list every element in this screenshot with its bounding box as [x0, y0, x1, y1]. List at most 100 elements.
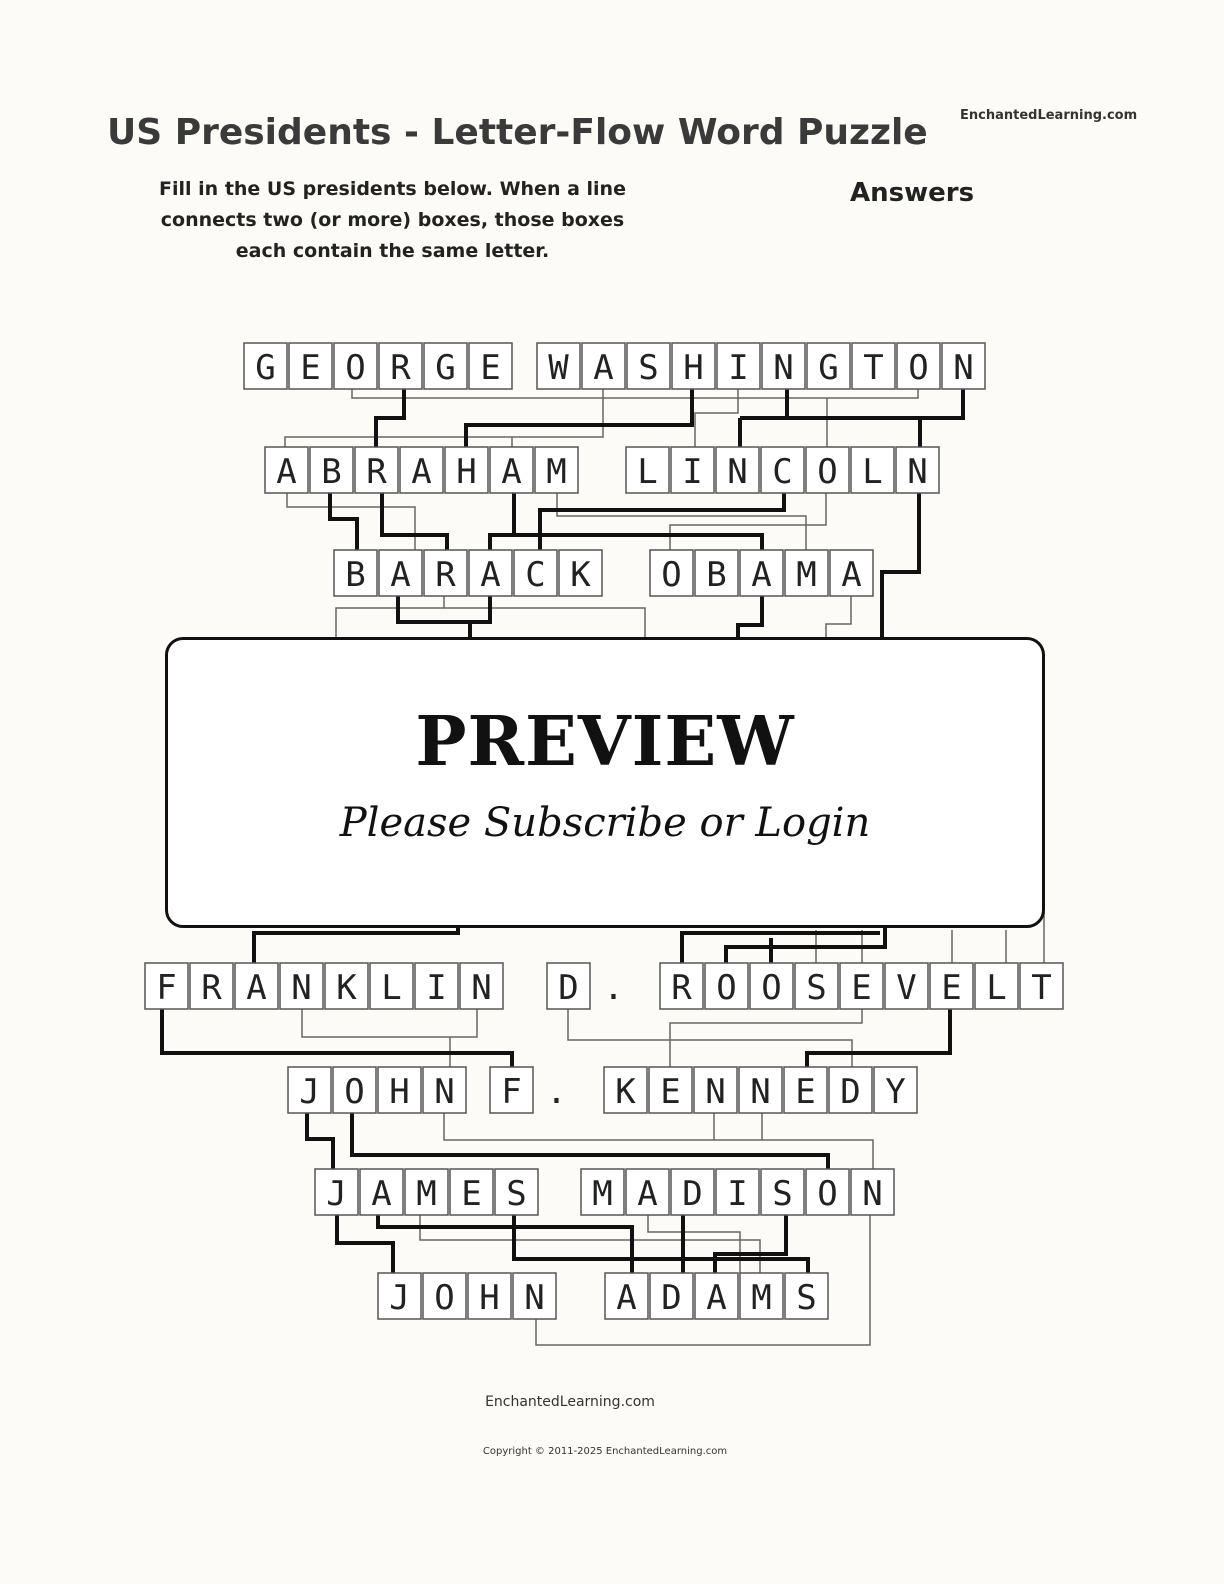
connector-line [443, 1113, 874, 1169]
letter-box [851, 342, 896, 390]
letter-box [377, 1066, 422, 1114]
letter-box [414, 962, 459, 1010]
letter-box [404, 1168, 449, 1216]
connector-line [535, 1215, 871, 1346]
word-lincoln: LINCOLN [637, 452, 927, 492]
connector-line [512, 1215, 810, 1273]
letter-box [333, 549, 378, 597]
site-brand-link[interactable]: EnchantedLearning.com [960, 108, 1138, 123]
letter-box [287, 1066, 332, 1114]
letter-box [850, 446, 895, 494]
preview-overlay[interactable]: PREVIEW Please Subscribe or Login [165, 637, 1045, 928]
letter-box [704, 962, 749, 1010]
letter-box [467, 1272, 512, 1320]
letter-box [694, 549, 739, 597]
letter-box [739, 1272, 784, 1320]
letter-box [974, 962, 1019, 1010]
answers-link[interactable]: Answers [850, 178, 975, 208]
letter-box [929, 962, 974, 1010]
letter-box [279, 962, 324, 1010]
letter-box [494, 1168, 539, 1216]
word-abraham: ABRAHAM [276, 452, 566, 492]
page-title: US Presidents - Letter-Flow Word Puzzle [107, 112, 928, 153]
connector-line [396, 596, 492, 624]
connector-line [490, 533, 764, 550]
connector-line [444, 607, 646, 637]
letter-box [314, 1168, 359, 1216]
letter-box [264, 446, 309, 494]
letter-box [828, 1066, 873, 1114]
connector-line [736, 596, 764, 637]
connector-line [376, 1215, 634, 1273]
connector-line [669, 493, 827, 550]
letter-box [884, 962, 929, 1010]
letter-box [449, 1168, 494, 1216]
letter-box [288, 342, 333, 390]
letter-box [760, 1168, 805, 1216]
connector-line [335, 596, 445, 637]
letter-box [805, 446, 850, 494]
footer-brand: EnchantedLearning.com [485, 1394, 655, 1410]
letter-box [760, 446, 805, 494]
letter-box [794, 962, 839, 1010]
word-washington: WASHINGTON [548, 348, 973, 388]
letter-box [1019, 962, 1064, 1010]
letter-box [896, 342, 941, 390]
letter-box [489, 1066, 534, 1114]
connector-line [252, 928, 460, 963]
word-madison: MADISON [592, 1174, 882, 1214]
connector-line [160, 1009, 514, 1067]
letter-box [839, 962, 884, 1010]
connector-line [350, 1113, 830, 1169]
letter-box [670, 446, 715, 494]
connector-line [538, 493, 786, 550]
letter-box [649, 1272, 694, 1320]
connector-line [556, 493, 807, 550]
letter-box [489, 446, 534, 494]
letter-box [659, 962, 704, 1010]
connector-line [286, 493, 416, 550]
letter-box [670, 1168, 715, 1216]
connector-line [328, 493, 359, 550]
letter-box [444, 446, 489, 494]
letter-box [423, 342, 468, 390]
connector-line [335, 1215, 395, 1273]
letter-box [625, 446, 670, 494]
letter-box [784, 1272, 829, 1320]
connector-line [419, 1215, 761, 1273]
letter-box [649, 549, 694, 597]
letter-box [513, 549, 558, 597]
connector-line [669, 1009, 863, 1067]
connector-line [724, 928, 887, 963]
letter-box [234, 962, 279, 1010]
letter-box [332, 1066, 377, 1114]
letter-box [468, 549, 513, 597]
word-franklin: FRANKLIN [156, 968, 491, 1008]
word-d-initial: D. [558, 968, 623, 1008]
letter-box [189, 962, 234, 1010]
connector-line [374, 389, 406, 447]
letter-box [671, 342, 716, 390]
connector-line [647, 1215, 741, 1273]
letter-box [806, 342, 851, 390]
connector-line [305, 1113, 335, 1169]
connector-line [464, 389, 694, 447]
subscribe-login-prompt[interactable]: Please Subscribe or Login [339, 800, 871, 846]
copyright: Copyright © 2011-2025 EnchantedLearning.… [482, 1446, 728, 1457]
letter-box [558, 549, 603, 597]
letter-box [423, 549, 468, 597]
letter-box [333, 342, 378, 390]
instructions: Fill in the US presidents below. When a … [159, 178, 626, 262]
letter-box [534, 446, 579, 494]
letter-box [512, 1272, 557, 1320]
letter-box [378, 342, 423, 390]
letter-box [715, 446, 760, 494]
connector-line [713, 1215, 788, 1273]
letter-box [716, 342, 761, 390]
letter-box [324, 962, 369, 1010]
letter-box [378, 549, 423, 597]
letter-box [625, 1168, 670, 1216]
letter-box [604, 1272, 649, 1320]
letter-box [873, 1066, 918, 1114]
